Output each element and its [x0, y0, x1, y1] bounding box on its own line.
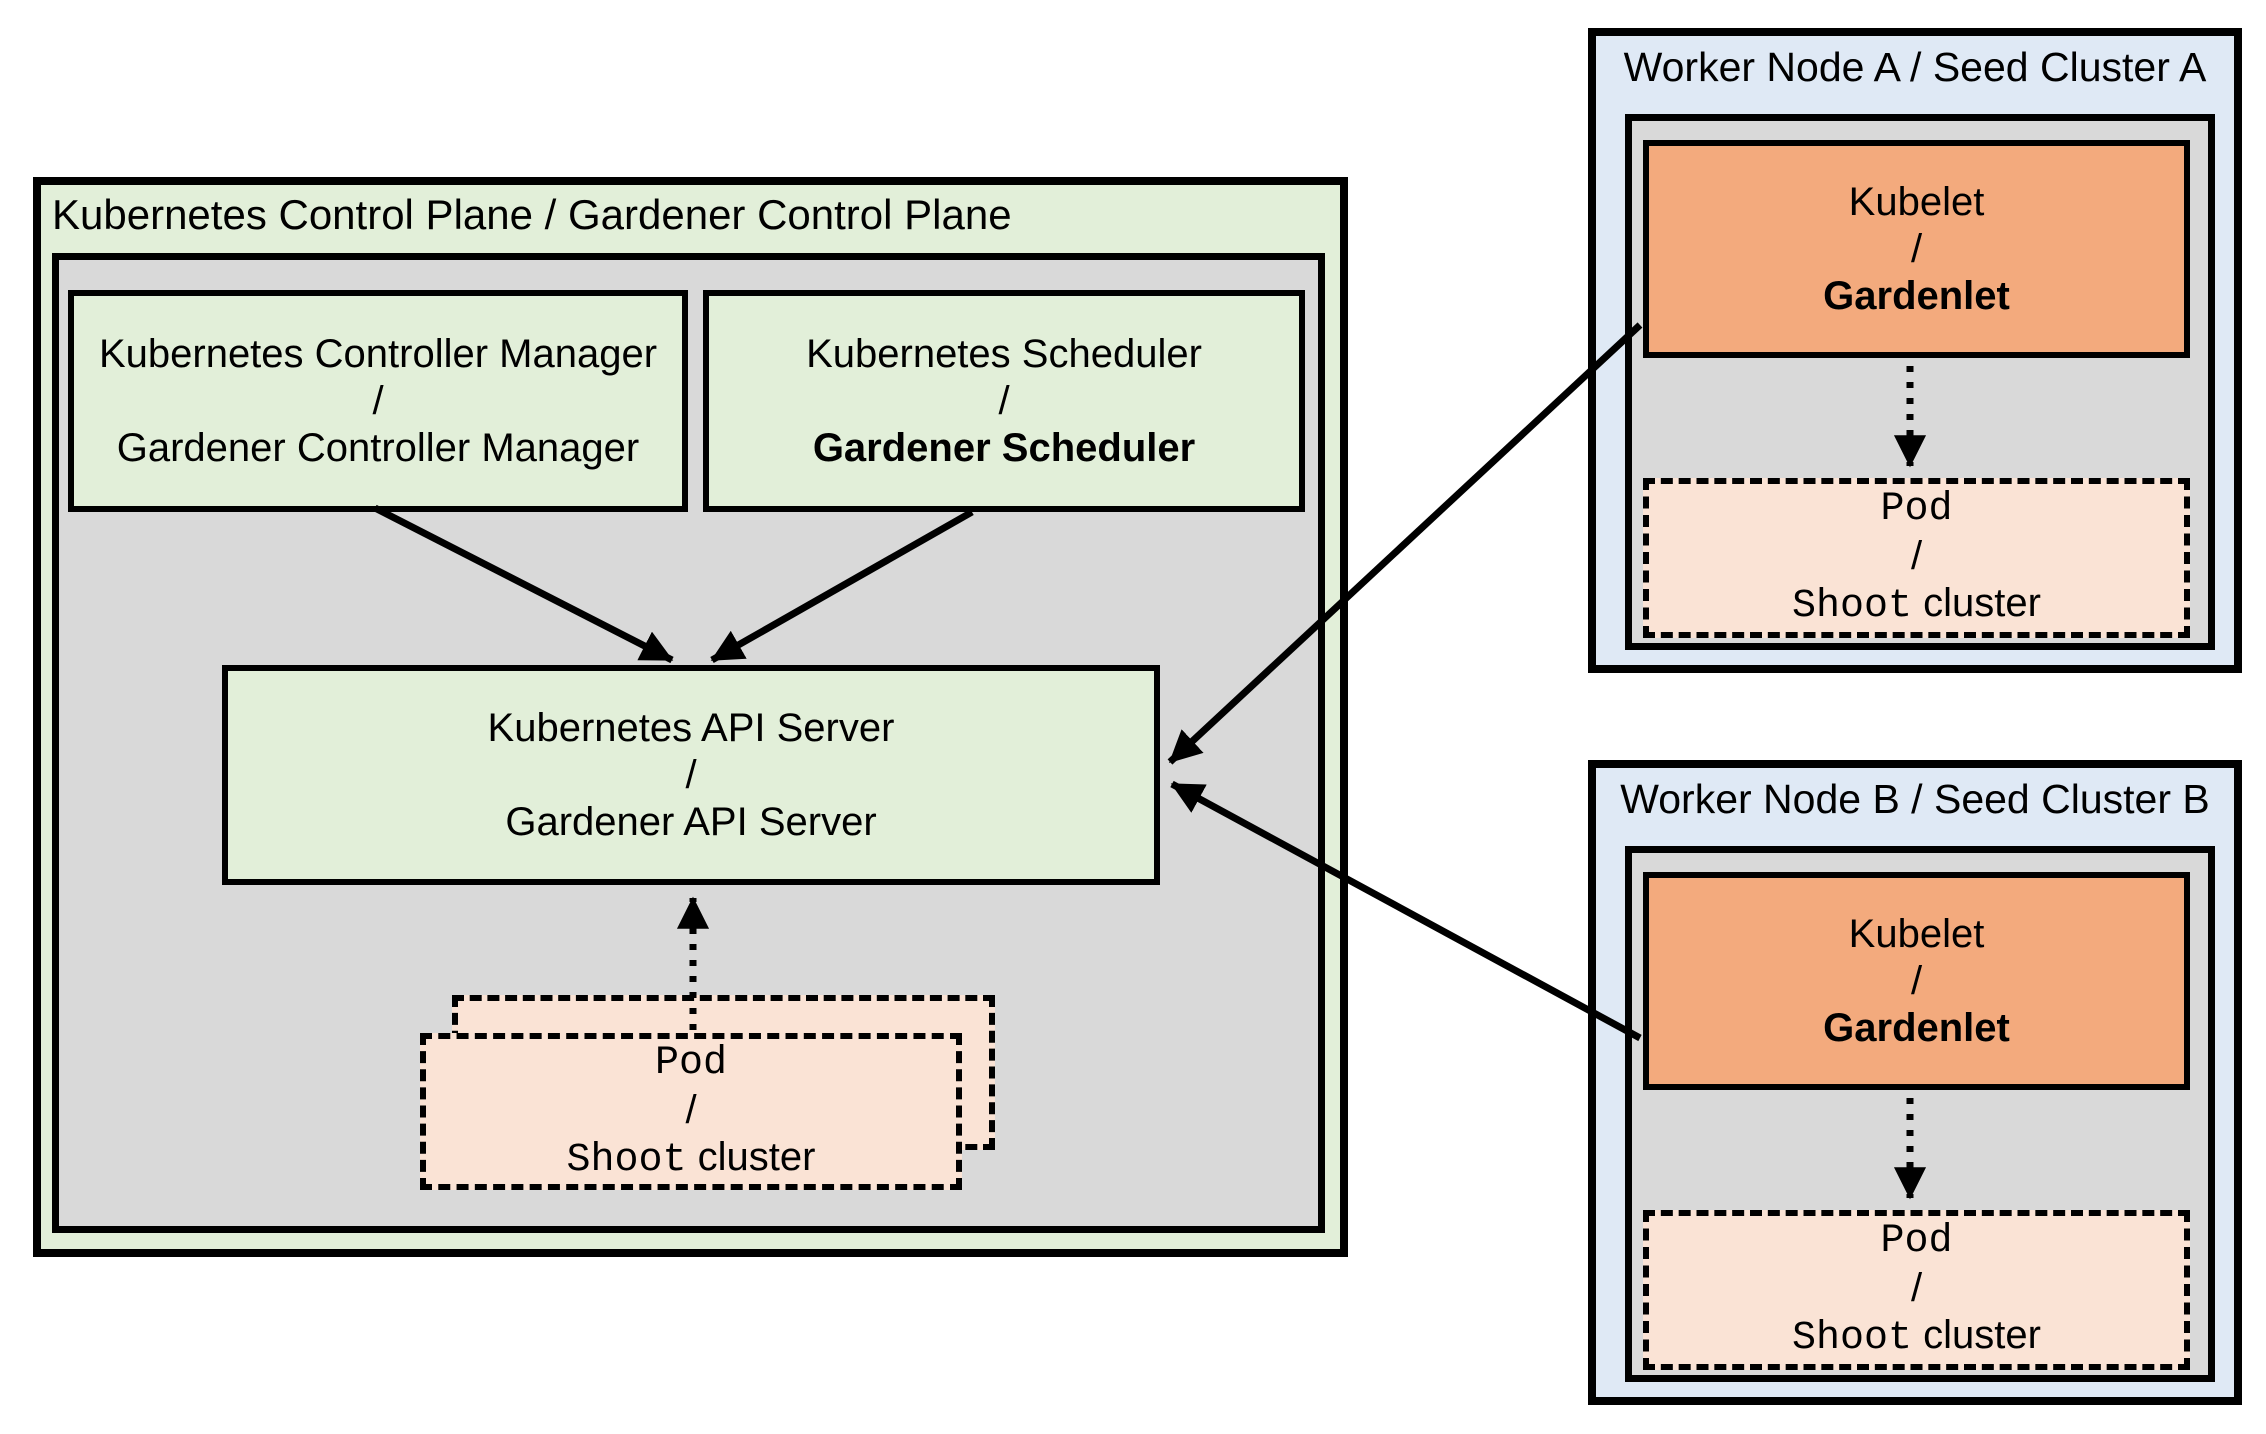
- control-plane-pod-cluster: cluster: [697, 1134, 816, 1179]
- controller-manager-box: Kubernetes Controller Manager / Gardener…: [68, 290, 688, 512]
- worker-node-b-title: Worker Node B / Seed Cluster B: [1620, 776, 2210, 822]
- worker-a-kubelet-box: Kubelet / Gardenlet: [1643, 140, 2190, 358]
- worker-b-pod-shoot: Shoot: [1792, 1316, 1913, 1361]
- api-server-line2: Gardener API Server: [505, 799, 877, 844]
- control-plane-title: Kubernetes Control Plane / Gardener Cont…: [52, 191, 1012, 238]
- worker-a-kubelet-line1: Kubelet: [1848, 179, 1985, 224]
- worker-a-pod-box: Pod / Shoot cluster: [1643, 478, 2190, 638]
- api-server-separator: /: [685, 752, 697, 797]
- worker-a-pod-line2: Shoot cluster: [1792, 580, 2041, 630]
- controller-manager-separator: /: [372, 378, 384, 423]
- control-plane-pod-shoot: Shoot: [566, 1137, 687, 1183]
- control-plane-pod-separator: /: [685, 1087, 697, 1132]
- control-plane-pod-box: Pod / Shoot cluster: [420, 1033, 962, 1190]
- worker-b-pod-box: Pod / Shoot cluster: [1643, 1210, 2190, 1370]
- worker-b-kubelet-box: Kubelet / Gardenlet: [1643, 872, 2190, 1090]
- worker-b-pod-separator: /: [1910, 1266, 1923, 1310]
- worker-a-kubelet-line2: Gardenlet: [1823, 273, 2010, 318]
- worker-b-kubelet-line2: Gardenlet: [1823, 1005, 2010, 1050]
- control-plane-pod-line2: Shoot cluster: [567, 1134, 816, 1184]
- worker-a-kubelet-separator: /: [1910, 226, 1923, 271]
- scheduler-box: Kubernetes Scheduler / Gardener Schedule…: [703, 290, 1305, 512]
- scheduler-separator: /: [998, 378, 1010, 423]
- control-plane-pod-line1: Pod: [654, 1040, 727, 1086]
- worker-a-pod-line1: Pod: [1880, 487, 1953, 532]
- worker-a-pod-separator: /: [1910, 534, 1923, 578]
- controller-manager-line1: Kubernetes Controller Manager: [98, 331, 658, 376]
- worker-b-pod-line1: Pod: [1880, 1219, 1953, 1264]
- scheduler-line1: Kubernetes Scheduler: [806, 331, 1202, 376]
- api-server-line1: Kubernetes API Server: [487, 705, 895, 750]
- worker-b-pod-line2: Shoot cluster: [1792, 1312, 2041, 1362]
- worker-b-kubelet-line1: Kubelet: [1848, 911, 1985, 956]
- worker-node-a-title: Worker Node A / Seed Cluster A: [1623, 44, 2207, 90]
- worker-a-pod-shoot: Shoot: [1792, 584, 1913, 629]
- api-server-box: Kubernetes API Server / Gardener API Ser…: [222, 665, 1160, 885]
- worker-a-pod-cluster: cluster: [1923, 581, 2041, 625]
- worker-b-kubelet-separator: /: [1910, 958, 1923, 1003]
- controller-manager-line2: Gardener Controller Manager: [116, 425, 640, 470]
- worker-b-pod-cluster: cluster: [1923, 1313, 2041, 1357]
- scheduler-line2: Gardener Scheduler: [812, 425, 1196, 470]
